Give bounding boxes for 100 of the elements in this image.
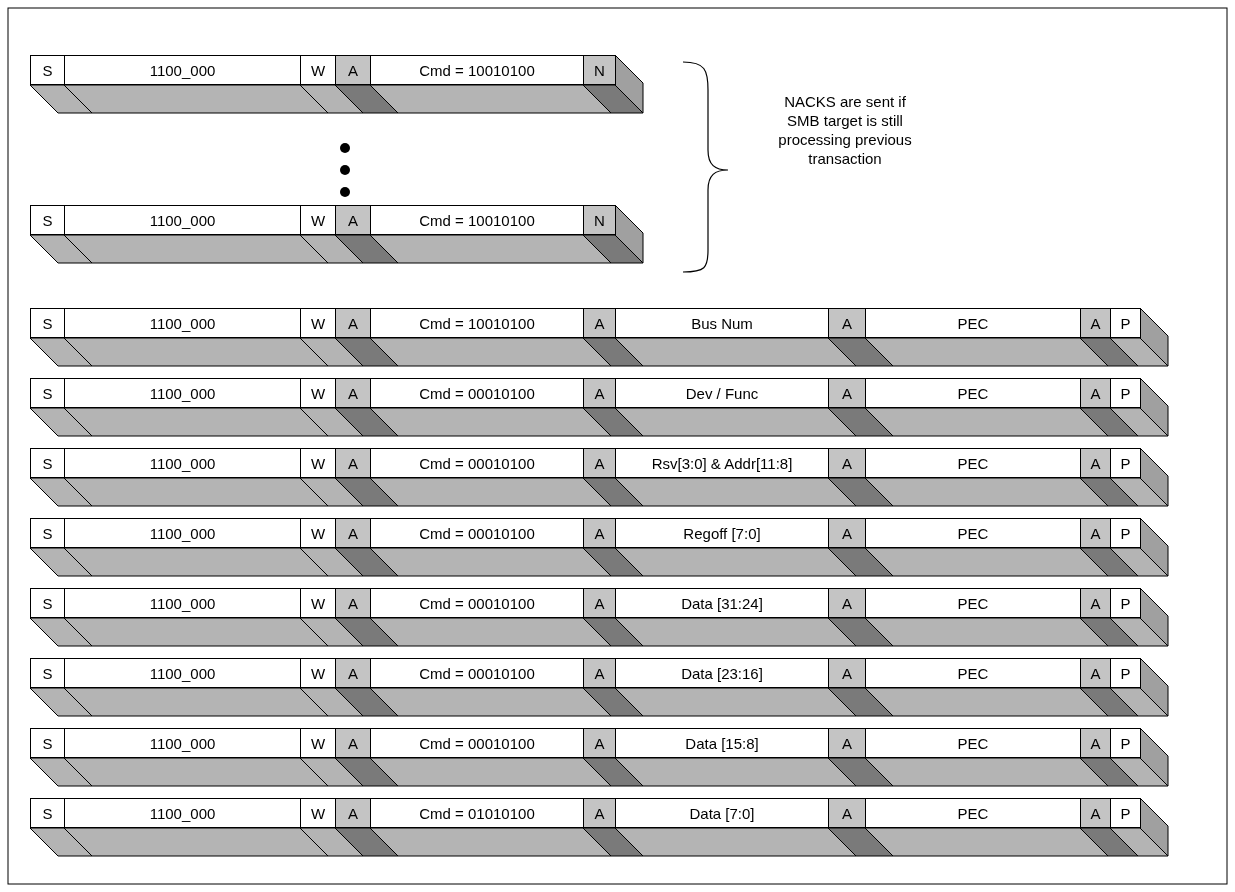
packet-field: W xyxy=(300,448,336,478)
packet-field: A xyxy=(583,308,616,338)
packet-field: A xyxy=(828,658,866,688)
packet-field: Data [7:0] xyxy=(615,798,829,828)
packet-field: A xyxy=(1080,588,1111,618)
packet-field: W xyxy=(300,378,336,408)
packet-field: A xyxy=(335,728,371,758)
packet-field: W xyxy=(300,798,336,828)
packet-field: S xyxy=(30,55,65,85)
packet-field: A xyxy=(828,308,866,338)
packet-field: Data [31:24] xyxy=(615,588,829,618)
packet-field: A xyxy=(583,518,616,548)
packet-field: P xyxy=(1110,378,1141,408)
packet-field: Cmd = 00010100 xyxy=(370,378,584,408)
packet-field: Rsv[3:0] & Addr[11:8] xyxy=(615,448,829,478)
packet-field: A xyxy=(828,378,866,408)
packet-field: PEC xyxy=(865,798,1081,828)
packet-field: Data [23:16] xyxy=(615,658,829,688)
packet-field: 1100_000 xyxy=(64,798,301,828)
packet-field: 1100_000 xyxy=(64,658,301,688)
packet-field: A xyxy=(583,378,616,408)
packet-field: A xyxy=(583,448,616,478)
packet-field: 1100_000 xyxy=(64,728,301,758)
packet-field: S xyxy=(30,728,65,758)
packet-field: S xyxy=(30,308,65,338)
packet-field: P xyxy=(1110,588,1141,618)
packet-field: A xyxy=(335,205,371,235)
packet-field: S xyxy=(30,378,65,408)
packet-field: Dev / Func xyxy=(615,378,829,408)
packet-field: A xyxy=(335,308,371,338)
packet-field: PEC xyxy=(865,308,1081,338)
packet-field: Cmd = 10010100 xyxy=(370,308,584,338)
packet-field: A xyxy=(335,518,371,548)
packet-field: W xyxy=(300,518,336,548)
packet-field: A xyxy=(828,588,866,618)
packet-field: 1100_000 xyxy=(64,588,301,618)
packet-field: S xyxy=(30,205,65,235)
packet-field: A xyxy=(335,658,371,688)
packet-field: S xyxy=(30,448,65,478)
packet-field: Regoff [7:0] xyxy=(615,518,829,548)
packet-field: A xyxy=(583,658,616,688)
packet-field: A xyxy=(335,378,371,408)
packet-field: A xyxy=(1080,308,1111,338)
packet-field: W xyxy=(300,55,336,85)
packet-field: W xyxy=(300,308,336,338)
packet-field: A xyxy=(1080,378,1111,408)
packet-field: PEC xyxy=(865,378,1081,408)
packet-field: 1100_000 xyxy=(64,378,301,408)
packet-field: A xyxy=(1080,658,1111,688)
packet-field: A xyxy=(828,728,866,758)
packet-field: W xyxy=(300,588,336,618)
packet-field: P xyxy=(1110,658,1141,688)
packet-field: Cmd = 00010100 xyxy=(370,448,584,478)
packet-field: PEC xyxy=(865,588,1081,618)
packet-field: N xyxy=(583,205,616,235)
packet-field: Cmd = 00010100 xyxy=(370,658,584,688)
packet-field: A xyxy=(335,588,371,618)
packet-field: A xyxy=(335,448,371,478)
packet-field: Cmd = 01010100 xyxy=(370,798,584,828)
packet-field: P xyxy=(1110,448,1141,478)
packet-field: A xyxy=(828,798,866,828)
packet-field: 1100_000 xyxy=(64,448,301,478)
packet-field: S xyxy=(30,518,65,548)
packet-field: S xyxy=(30,588,65,618)
packet-field: A xyxy=(583,588,616,618)
packet-field: A xyxy=(1080,448,1111,478)
note-text: NACKS are sent if SMB target is still processing previous transaction xyxy=(777,92,913,168)
packet-field: A xyxy=(335,55,371,85)
packet-field: A xyxy=(1080,728,1111,758)
packet-field: P xyxy=(1110,308,1141,338)
packet-field: Bus Num xyxy=(615,308,829,338)
packet-field: A xyxy=(583,798,616,828)
packet-field: W xyxy=(300,205,336,235)
packet-field: PEC xyxy=(865,658,1081,688)
packet-field: A xyxy=(1080,798,1111,828)
packet-field: A xyxy=(828,518,866,548)
packet-field: A xyxy=(583,728,616,758)
packet-field: P xyxy=(1110,728,1141,758)
packet-field: P xyxy=(1110,518,1141,548)
packet-field: N xyxy=(583,55,616,85)
packet-field: 1100_000 xyxy=(64,55,301,85)
packet-field: Data [15:8] xyxy=(615,728,829,758)
packet-field: P xyxy=(1110,798,1141,828)
packet-field: PEC xyxy=(865,518,1081,548)
packet-field: Cmd = 10010100 xyxy=(370,55,584,85)
packet-field: Cmd = 10010100 xyxy=(370,205,584,235)
packet-field: Cmd = 00010100 xyxy=(370,518,584,548)
packet-field: A xyxy=(1080,518,1111,548)
packet-field: Cmd = 00010100 xyxy=(370,728,584,758)
packet-field: 1100_000 xyxy=(64,518,301,548)
packet-field: PEC xyxy=(865,728,1081,758)
packet-field: W xyxy=(300,728,336,758)
packet-field: A xyxy=(828,448,866,478)
packet-field: A xyxy=(335,798,371,828)
packet-field: W xyxy=(300,658,336,688)
packet-field: 1100_000 xyxy=(64,308,301,338)
packet-field: Cmd = 00010100 xyxy=(370,588,584,618)
packet-field: 1100_000 xyxy=(64,205,301,235)
packet-field: PEC xyxy=(865,448,1081,478)
packet-field: S xyxy=(30,658,65,688)
